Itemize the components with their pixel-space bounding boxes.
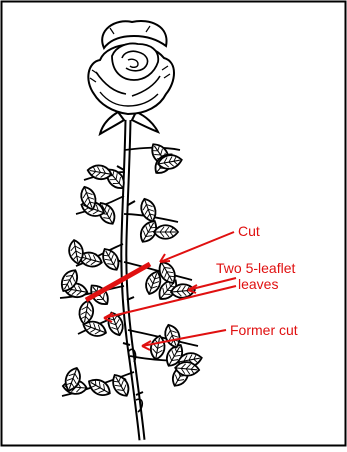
cut-mark <box>86 264 150 300</box>
label-former-cut: Former cut <box>230 322 298 338</box>
label-two-leaflet-line1: Two 5-leaflet <box>216 260 295 276</box>
rose-flower <box>88 21 174 134</box>
label-cut: Cut <box>238 223 260 239</box>
label-two-leaflet-line2: leaves <box>238 276 278 292</box>
